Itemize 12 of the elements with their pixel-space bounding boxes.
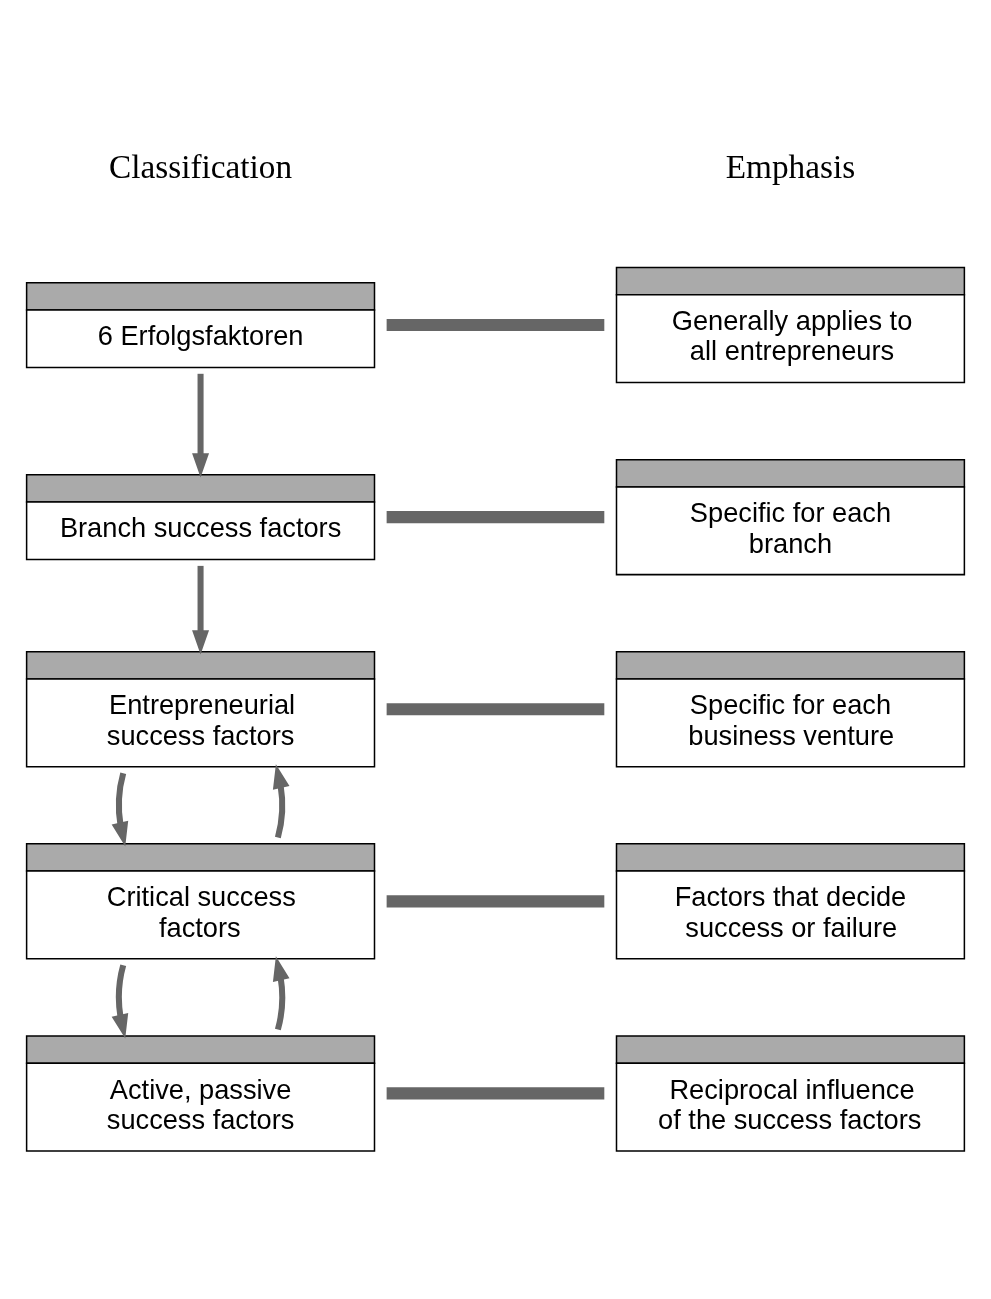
label: Emphasis xyxy=(725,147,856,185)
arrow xyxy=(111,772,129,847)
connector xyxy=(386,1087,605,1100)
label: Classification xyxy=(109,147,293,185)
arrow xyxy=(192,373,210,478)
connector xyxy=(386,703,605,716)
arrow xyxy=(272,956,290,1031)
connector xyxy=(386,511,605,524)
connector xyxy=(386,895,605,908)
connector xyxy=(386,319,605,332)
arrow xyxy=(111,964,129,1039)
arrow xyxy=(192,565,210,655)
